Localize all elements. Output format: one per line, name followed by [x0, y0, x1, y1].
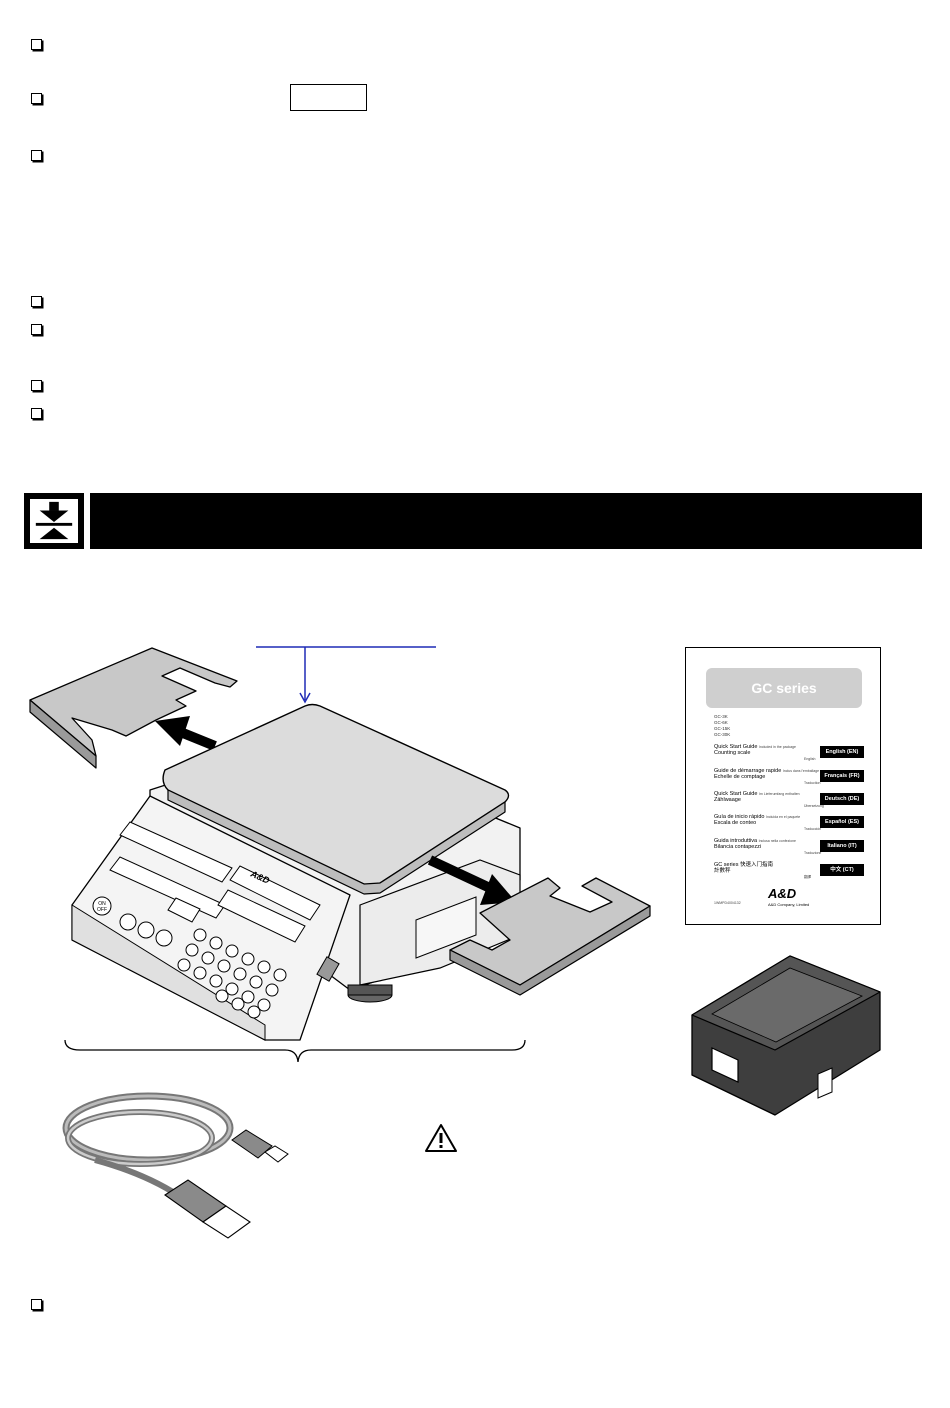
- pan-down-arrow-icon: [35, 501, 73, 540]
- weighing-pan-left: [29, 647, 238, 769]
- quick-start-guide-booklet: GC series GC-3K GC-6K GC-15K GC-30K Quic…: [685, 647, 881, 925]
- guide-subtitle: Counting scale: [714, 750, 751, 756]
- model-item: GC-30K: [714, 732, 731, 737]
- language-row-fr: Guide de démarrage rapide Inclus dans l'…: [714, 768, 864, 788]
- usb-cable: [62, 1092, 289, 1239]
- language-badge: 中文 (CT): [820, 864, 864, 876]
- guide-title-line: Guida introduttiva: [714, 838, 758, 844]
- guide-code: 1WMPD4004132: [714, 901, 741, 905]
- guide-note: Im Lieferumfang enthalten: [758, 792, 800, 796]
- guide-note: Inclusa nella confezione: [758, 839, 796, 843]
- guide-subtitle: Bilancia contapezzi: [714, 844, 762, 850]
- weighing-pan-right: [449, 877, 651, 996]
- guide-title-line: Guide de démarrage rapide: [714, 768, 782, 774]
- guide-note: Inclus dans l'emballage: [782, 769, 820, 773]
- model-item: GC-6K: [714, 720, 728, 725]
- guide-title-line: Quick Start Guide: [714, 744, 758, 750]
- packing-list-illustration: ON OFF A&D: [29, 646, 881, 1239]
- guide-translation-note: Traduction: [804, 781, 821, 785]
- checkbox-icon[interactable]: [31, 93, 42, 104]
- checkbox-icon[interactable]: [31, 150, 42, 161]
- and-logo: A&D: [768, 886, 797, 901]
- warning-icon: [425, 1124, 457, 1152]
- brace: [64, 1039, 526, 1063]
- language-badge: English (EN): [820, 746, 864, 758]
- checkbox-icon[interactable]: [31, 324, 42, 335]
- unpacking-icon-box: [24, 493, 84, 549]
- language-row-en: Quick Start Guide Included in the packag…: [714, 744, 864, 764]
- checkbox-icon[interactable]: [31, 296, 42, 307]
- checkbox-icon[interactable]: [31, 380, 42, 391]
- guide-title: GC series: [706, 668, 862, 708]
- guide-title-line: GC series 快速入门指南: [714, 862, 773, 868]
- on-label: ON: [98, 901, 106, 907]
- guide-subtitle: Zählwaage: [714, 797, 741, 803]
- counting-scale: ON OFF A&D: [71, 703, 521, 1041]
- guide-subtitle: Echelle de comptage: [714, 774, 766, 780]
- guide-note: Incluida en el paquete: [765, 815, 801, 819]
- language-row-it: Guida introduttiva Inclusa nella confezi…: [714, 838, 864, 858]
- key-symbol-box: [290, 84, 367, 111]
- guide-translation-note: Traducción: [804, 827, 822, 831]
- checkbox-icon[interactable]: [31, 408, 42, 419]
- language-row-es: Guía de inicio rápido Incluida en el paq…: [714, 814, 864, 834]
- guide-translation-note: English: [804, 757, 816, 761]
- arrow-right-icon: [427, 855, 516, 905]
- guide-note: Included in the package: [758, 745, 796, 749]
- guide-title-line: Quick Start Guide: [714, 791, 758, 797]
- guide-translation-note: Übersetzung: [804, 804, 824, 808]
- section-banner: [90, 493, 922, 549]
- arrow-left-icon: [155, 716, 217, 751]
- guide-subtitle: Escala de conteo: [714, 820, 757, 826]
- pointer-line: [256, 646, 436, 704]
- model-list: GC-3K GC-6K GC-15K GC-30K: [714, 714, 730, 738]
- checkbox-icon[interactable]: [31, 1299, 42, 1310]
- language-row-ct: GC series 快速入门指南 計數秤 翻譯 中文 (CT): [714, 862, 864, 882]
- language-badge: Deutsch (DE): [820, 793, 864, 805]
- language-row-de: Quick Start Guide Im Lieferumfang enthal…: [714, 791, 864, 811]
- guide-translation-note: Traduzione: [804, 851, 822, 855]
- off-label: OFF: [97, 907, 107, 913]
- model-item: GC-3K: [714, 714, 728, 719]
- ac-adapter: [691, 955, 881, 1116]
- language-badge: Español (ES): [820, 816, 864, 828]
- language-badge: Italiano (IT): [820, 840, 864, 852]
- checkbox-icon[interactable]: [31, 39, 42, 50]
- model-item: GC-15K: [714, 726, 731, 731]
- guide-subtitle: 計數秤: [714, 868, 731, 874]
- guide-translation-note: 翻譯: [804, 875, 811, 879]
- company-name: A&D Company, Limited: [768, 902, 810, 907]
- guide-title-line: Guía de inicio rápido: [714, 814, 765, 820]
- language-badge: Français (FR): [820, 770, 864, 782]
